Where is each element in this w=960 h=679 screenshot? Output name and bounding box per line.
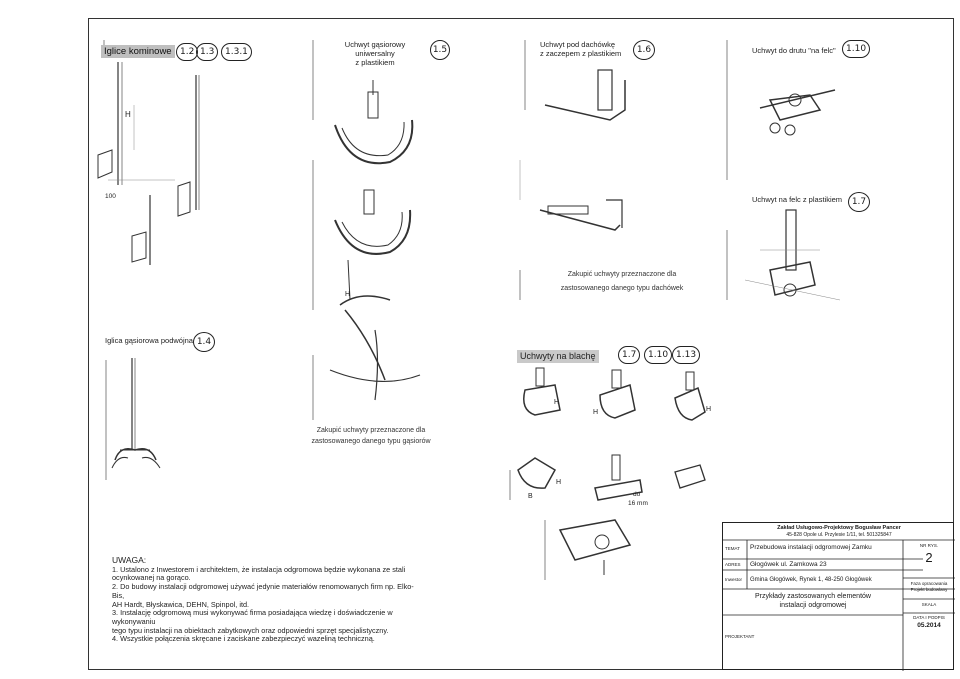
date-label: DATA I PODPIS [913, 615, 945, 620]
title-block-grid [723, 539, 955, 671]
remark-3: 3. Instalację odgromową musi wykonywać f… [112, 608, 393, 635]
remark-4: 4. Wszystkie połączenia skręcane i zacis… [112, 634, 375, 644]
dim-h-sheet-1: H [554, 399, 560, 406]
dim-h-sheet-3: H [706, 406, 712, 413]
label-universal-ridge-holder: Uchwyt gąsiorowy uniwersalny z plastikie… [344, 40, 406, 67]
dim-b: B [528, 493, 533, 500]
ref-1-2: 1.2 [176, 43, 199, 61]
seam-wire-holder-drawing [759, 89, 836, 136]
ref-1-7: 1.7 [848, 192, 870, 212]
adres-label: ADRES [725, 562, 741, 567]
remarks-section: UWAGA: 1. Ustalono z Inwestorem i archit… [112, 556, 422, 644]
temat-value: Przebudowa instalacji odgromowej Zamku [750, 544, 872, 551]
date-value: 05.2014 [917, 622, 941, 629]
note-tile-holders: Zakupić uchwyty przeznaczone dla zastoso… [560, 271, 684, 292]
drawing-description: Przykłady zastosowanych elementów instal… [755, 593, 871, 609]
ref-sheet-1-13: 1.13 [672, 346, 701, 364]
ref-1-10: 1.10 [842, 40, 871, 58]
ref-1-5: 1.5 [430, 40, 450, 60]
ref-1-3-1: 1.3.1 [221, 43, 252, 61]
ref-sheet-1-7: 1.7 [618, 346, 641, 364]
dim-h-chimney: H [125, 110, 131, 119]
drawing-frame [88, 18, 954, 670]
remark-2: 2. Do budowy instalacji odgromowej używa… [112, 582, 414, 609]
drawing-number-value: 2 [925, 550, 933, 565]
label-seam-wire-holder: Uchwyt do drutu "na felc" [752, 46, 836, 55]
adres-value: Głogówek ul. Zamkowa 23 [750, 561, 827, 568]
dim-do: do [633, 491, 641, 498]
ref-sheet-1-10: 1.10 [644, 346, 673, 364]
label-double-ridge-spike: Iglica gąsiorowa podwójna [105, 336, 193, 345]
note-ridge-holders: Zakupić uchwyty przeznaczone dla zastoso… [311, 427, 431, 445]
label-tile-holder: Uchwyt pod dachówkę z zaczepem z plastik… [540, 40, 622, 58]
remark-1: 1. Ustalono z Inwestorem i architektem, … [112, 564, 406, 583]
phase-label: Faza opracowania Projekt budowlany [910, 581, 948, 592]
drawing-number-label: NR RYS. [919, 543, 939, 548]
dim-h-sheet-2: H [593, 409, 599, 416]
dim-h-sheet-4: H [556, 479, 562, 486]
tile-holder-drawing [519, 69, 626, 231]
company-name: Zakład Usługowo-Projektowy Bogusław Panc… [777, 525, 901, 531]
double-ridge-spike-drawing [111, 358, 161, 469]
remarks-title: UWAGA: [112, 555, 147, 565]
sheet-metal-holders-drawing [517, 367, 706, 575]
inwestor-label: Inwestor [725, 577, 743, 582]
section-separators [103, 40, 728, 580]
dim-100: 100 [105, 193, 116, 200]
label-seam-holder-plastic: Uchwyt na felc z plastikiem [752, 195, 843, 204]
temat-label: TEMAT [725, 546, 740, 551]
dim-h-ridge: H [345, 291, 351, 298]
ref-1-3: 1.3 [196, 43, 219, 61]
chimney-spike-drawing [97, 62, 200, 265]
seam-holder-plastic-drawing [744, 209, 841, 301]
title-block: Zakład Usługowo-Projektowy Bogusław Panc… [722, 522, 955, 671]
scale-label: SKALA [921, 602, 937, 607]
dim-16mm: 16 mm [628, 500, 648, 507]
ref-1-6: 1.6 [633, 40, 655, 60]
designer-label: PROJEKTANT [725, 634, 755, 639]
company-address: 45-828 Opole ul. Przylesie 1/11, tel. 50… [786, 532, 892, 538]
label-sheet-metal-holders: Uchwyty na blachę [517, 350, 599, 363]
inwestor-value: Gmina Głogówek, Rynek 1, 48-250 Głogówek [750, 577, 872, 583]
ref-1-4: 1.4 [193, 332, 215, 352]
ridge-holder-drawing [329, 80, 421, 401]
label-chimney-spikes: Iglice kominowe [101, 45, 175, 58]
